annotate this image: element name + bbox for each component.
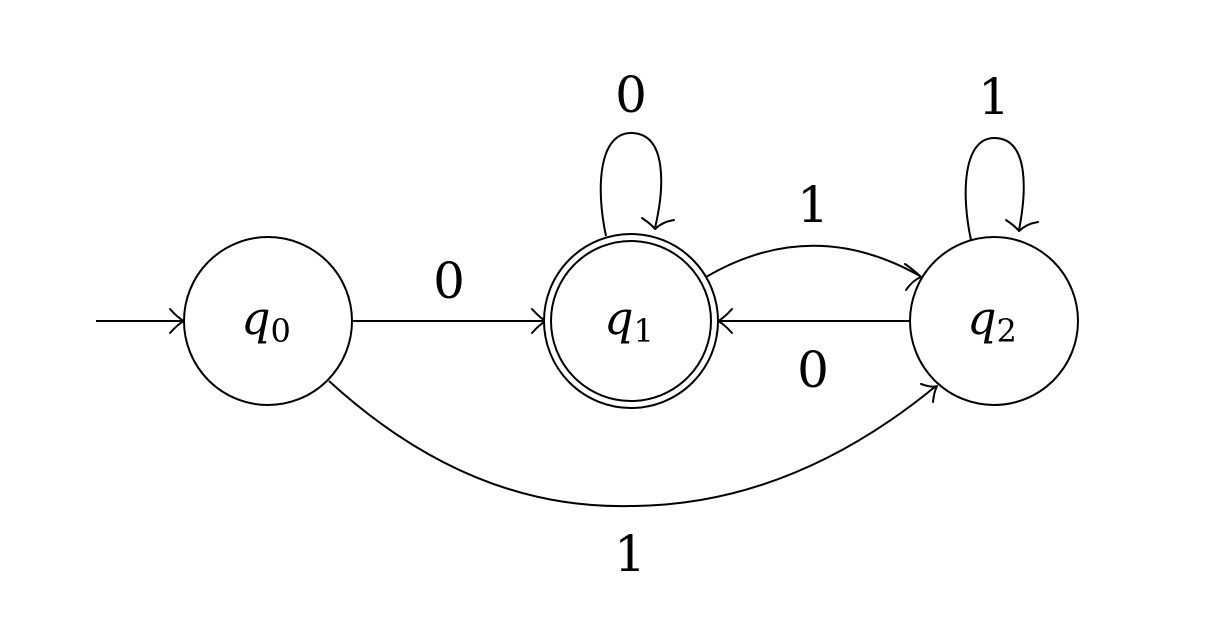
state-label-q1: q1 — [604, 291, 654, 350]
state-q2: q2 — [909, 236, 1079, 406]
transition-label-q2-q2: 1 — [978, 68, 1010, 126]
transition-q1-q2: 1 — [705, 176, 922, 291]
state-label-q2: q2 — [967, 291, 1017, 350]
state-q1: q1 — [543, 233, 719, 409]
transition-label-q1-q1: 0 — [615, 66, 647, 124]
start-arrow — [96, 308, 185, 334]
transition-q1-q1: 0 — [599, 66, 675, 237]
transition-q0-q2: 1 — [328, 380, 938, 583]
state-q0: q0 — [183, 236, 353, 406]
transition-q2-q2: 1 — [964, 68, 1039, 241]
state-label-q0: q0 — [241, 291, 291, 350]
transition-q0-q1: 0 — [352, 252, 547, 334]
transition-label-q2-q1: 0 — [797, 341, 829, 399]
transition-q2-q1: 0 — [717, 308, 910, 399]
transition-label-q0-q2: 1 — [614, 525, 646, 583]
transition-label-q0-q1: 0 — [433, 252, 465, 310]
transition-label-q1-q2: 1 — [797, 176, 829, 234]
